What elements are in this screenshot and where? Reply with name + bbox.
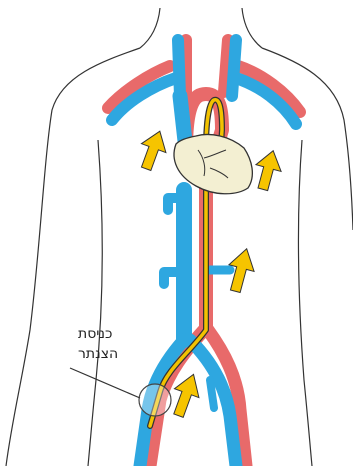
left-jugular-vein <box>178 40 180 96</box>
neck-right-line <box>242 8 262 48</box>
label-pointer-line <box>70 368 140 398</box>
right-jugular-vein <box>232 40 236 96</box>
insertion-label-line1: כניסת <box>78 326 112 342</box>
small-branch-vein <box>210 380 214 408</box>
insertion-label-line2: הצנתר <box>78 346 118 362</box>
torso-right-line <box>298 140 312 466</box>
neck-left-line <box>140 8 160 48</box>
flow-arrow-icon <box>250 147 285 192</box>
flow-arrow-icon <box>134 127 172 173</box>
shoulder-right-line <box>262 48 353 230</box>
torso-left-line <box>88 140 102 466</box>
insertion-site-circle <box>139 384 171 416</box>
